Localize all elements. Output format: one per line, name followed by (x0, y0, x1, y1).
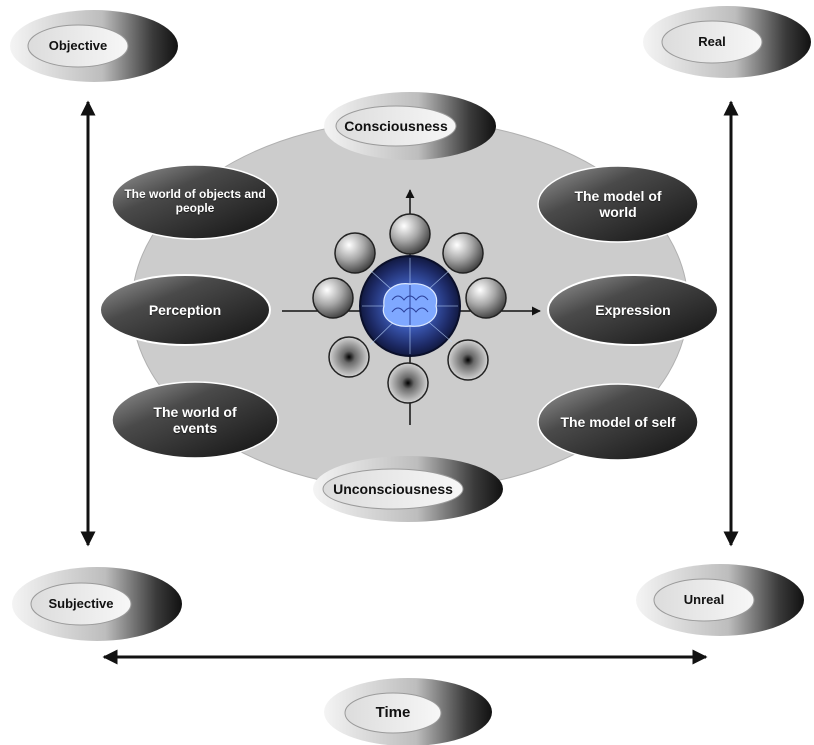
sphere-top-left (334, 232, 376, 274)
sphere-bottom-left (328, 336, 370, 378)
sphere-right (465, 277, 507, 319)
real-label: Real (698, 33, 726, 49)
model-world-ellipse (537, 165, 699, 243)
sphere-top (389, 213, 431, 255)
sphere-left (312, 277, 354, 319)
model-self-label: The model of self (560, 413, 676, 430)
unconsciousness-label: Unconsciousness (333, 480, 453, 497)
subjective-ellipse (12, 567, 182, 641)
sphere-top-right (442, 232, 484, 274)
model-self-ellipse (537, 383, 699, 461)
sphere-bottom (387, 362, 429, 404)
unreal-label: Unreal (683, 591, 725, 607)
expression-label: Expression (595, 301, 671, 318)
objective-label: Objective (48, 37, 108, 53)
model-world-label: The model of world (574, 187, 662, 220)
consciousness-ellipse (324, 92, 496, 160)
brain-icon (359, 255, 461, 357)
sphere-bottom-right (447, 339, 489, 381)
world-events-ellipse (111, 381, 279, 459)
perception-ellipse (99, 274, 271, 346)
world-objects-label: The world of objects and people (124, 187, 266, 215)
real-ellipse (643, 6, 811, 78)
expression-ellipse (547, 274, 719, 346)
time-label: Time (375, 704, 411, 722)
unconsciousness-ellipse (313, 456, 503, 522)
objective-ellipse (10, 10, 178, 82)
unreal-ellipse (636, 564, 804, 636)
world-events-label: The world of events (153, 403, 237, 436)
subjective-label: Subjective (48, 595, 114, 611)
perception-label: Perception (148, 301, 222, 318)
consciousness-label: Consciousness (344, 117, 448, 134)
world-objects-ellipse (111, 164, 279, 240)
time-ellipse (324, 678, 492, 745)
